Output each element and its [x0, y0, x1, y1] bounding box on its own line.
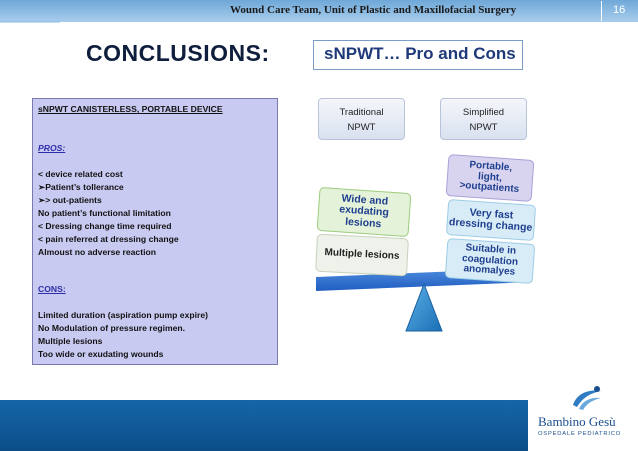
bambino-gesu-logo-icon: [573, 386, 601, 410]
header-band: [0, 0, 638, 22]
wide-exudating-lesions-box: Wide and exudating lesions: [316, 186, 412, 238]
logo-name: Bambino Gesù: [538, 414, 616, 429]
cons-item: Multiple lesions: [38, 336, 103, 346]
traditional-npwt-label-line1: Traditional: [339, 107, 384, 118]
pros-item: Almoust no adverse reaction: [38, 247, 156, 257]
simplified-npwt-label-line2: NPWT: [469, 122, 498, 133]
page-number-box: [601, 1, 635, 21]
box-text-line: >outpatients: [459, 180, 520, 196]
pros-label: PROS:: [38, 143, 66, 153]
cons-item: Limited duration (aspiration pump expire…: [38, 310, 208, 320]
decorative-swoosh: [0, 21, 60, 90]
cons-item: No Modulation of pressure regimen.: [38, 323, 186, 333]
coagulation-anomalies-box: Suitable in coagulation anomalyes: [444, 237, 536, 285]
box-text-line: Multiple lesions: [324, 246, 400, 262]
page-number: 16: [613, 4, 626, 16]
simplified-npwt-box: [440, 98, 527, 140]
multiple-lesions-box: Multiple lesions: [315, 233, 409, 277]
fulcrum-triangle: [405, 282, 443, 332]
pros-item: < Dressing change time required: [38, 221, 172, 231]
subtitle: sNPWT… Pro and Cons: [324, 44, 516, 63]
pros-item: ➢Patient’s tollerance: [38, 182, 124, 192]
pros-item: < pain referred at dressing change: [38, 234, 179, 244]
pros-item: No patient’s functional limitation: [38, 208, 171, 218]
traditional-npwt-box: [318, 98, 405, 140]
logo-area: [528, 380, 638, 451]
portable-light-box: Portable, light, >outpatients: [445, 154, 535, 202]
pros-item: < device related cost: [38, 169, 123, 179]
traditional-npwt-label-line2: NPWT: [347, 122, 376, 133]
simplified-npwt-label-line1: Simplified: [462, 107, 505, 118]
box-text-line: lesions: [344, 215, 382, 230]
pros-item: ➢> out-patients: [38, 195, 102, 205]
panel-heading: sNPWT CANISTERLESS, PORTABLE DEVICE: [38, 104, 223, 114]
subtitle-box: [313, 40, 523, 70]
box-text-line: anomalyes: [463, 263, 516, 279]
page-title: CONCLUSIONS:: [86, 40, 270, 66]
summary-panel: [32, 98, 278, 365]
cons-label: CONS:: [38, 284, 66, 294]
very-fast-dressing-box: Very fast dressing change: [445, 198, 537, 242]
header-title: Wound Care Team, Unit of Plastic and Max…: [230, 4, 517, 16]
logo-tagline: OSPEDALE PEDIATRICO: [538, 431, 622, 437]
cons-item: Too wide or exudating wounds: [38, 349, 164, 359]
